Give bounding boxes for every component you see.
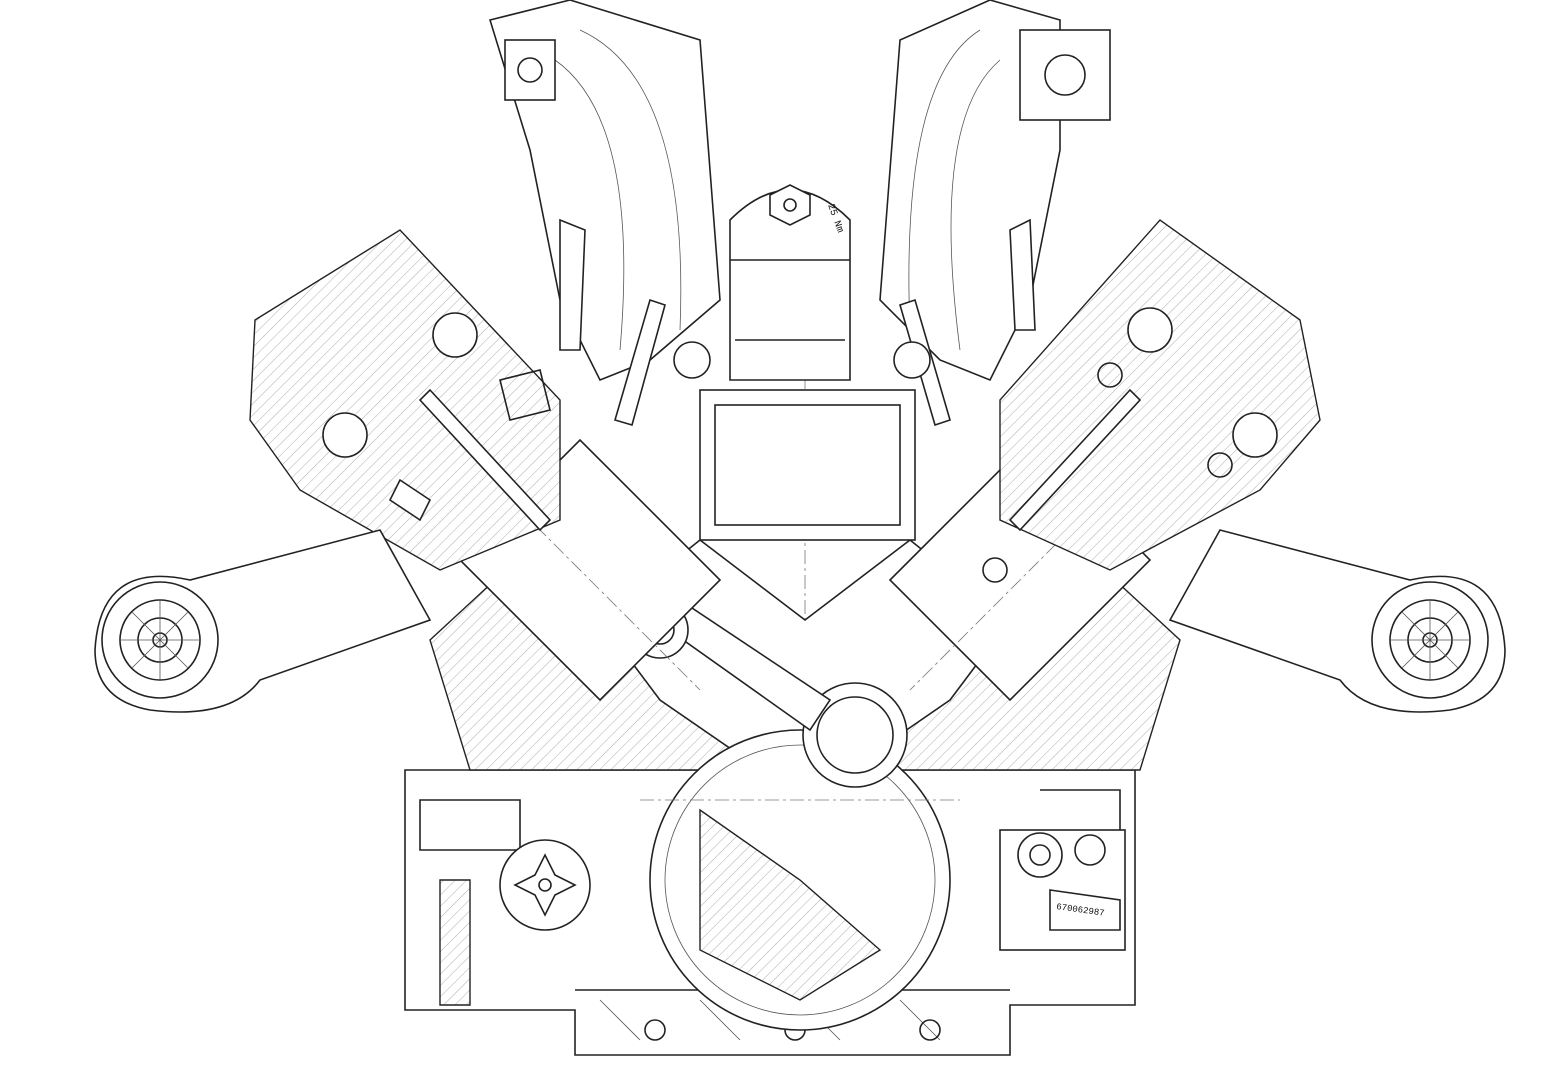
starter-motor: 670062987 bbox=[999, 829, 1126, 951]
center-housing bbox=[673, 341, 931, 541]
oil-filter: 25 Nm bbox=[729, 184, 851, 381]
right-cylinder-head bbox=[999, 219, 1321, 571]
left-turbocharger bbox=[94, 529, 432, 713]
crankshaft bbox=[640, 682, 960, 1031]
left-cylinder-head bbox=[249, 229, 561, 571]
right-turbocharger bbox=[1168, 529, 1506, 713]
left-intake-manifold bbox=[488, 0, 721, 382]
oil-pump bbox=[499, 839, 591, 931]
